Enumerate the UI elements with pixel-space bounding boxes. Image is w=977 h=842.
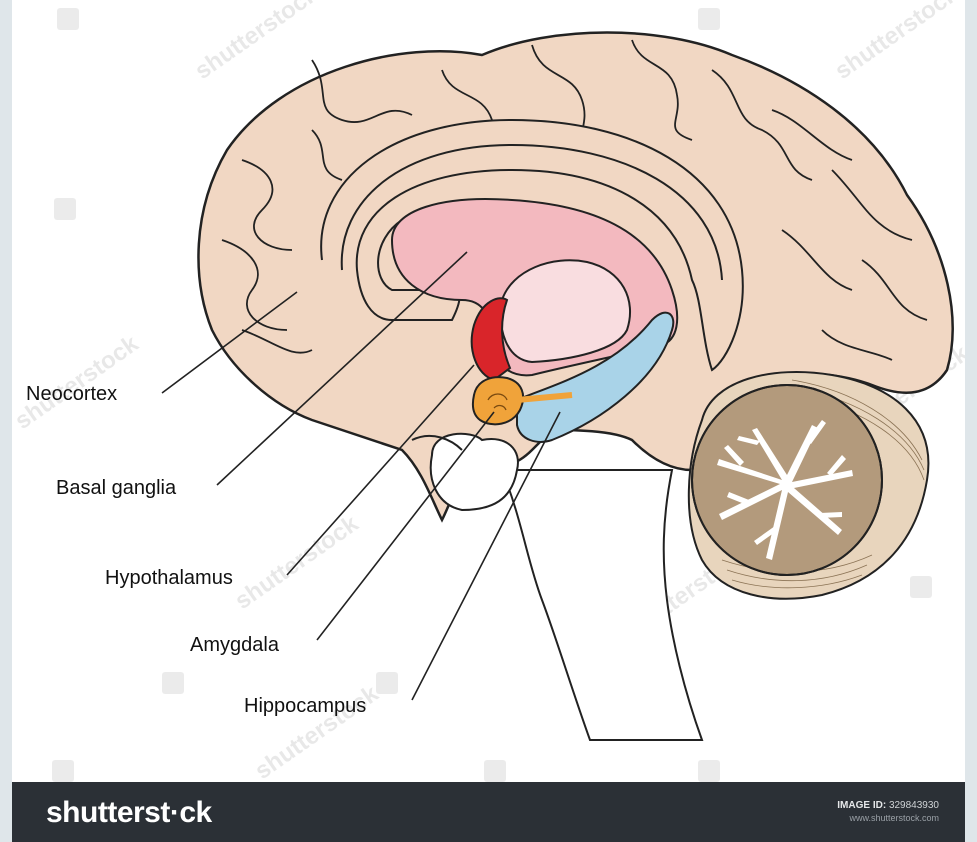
stock-footer-bar: shutterst·ck IMAGE ID: 329843930 www.shu… bbox=[12, 782, 965, 842]
label-neocortex: Neocortex bbox=[26, 383, 117, 405]
label-hypothalamus: Hypothalamus bbox=[105, 567, 233, 589]
site-url[interactable]: www.shutterstock.com bbox=[837, 812, 939, 825]
label-basal-ganglia: Basal ganglia bbox=[56, 477, 177, 499]
watermark-text: shutterstock bbox=[230, 510, 364, 615]
shutterstock-logo[interactable]: shutterst·ck bbox=[46, 796, 212, 830]
label-hippocampus: Hippocampus bbox=[244, 695, 366, 717]
brain-diagram: shutterstock shutterstock shutterstock s… bbox=[12, 0, 965, 782]
diagram-canvas: shutterstock shutterstock shutterstock s… bbox=[12, 0, 965, 782]
watermark-text: shutterstock bbox=[190, 0, 324, 85]
image-id-label: IMAGE ID: bbox=[837, 800, 886, 811]
image-id-value: 329843930 bbox=[889, 800, 939, 811]
pons bbox=[431, 434, 518, 510]
cerebellum bbox=[689, 372, 929, 599]
image-id-block: IMAGE ID: 329843930 www.shutterstock.com bbox=[837, 799, 939, 825]
watermark-text: shutterstock bbox=[830, 0, 964, 85]
label-amygdala: Amygdala bbox=[190, 634, 280, 656]
amygdala bbox=[473, 377, 523, 424]
